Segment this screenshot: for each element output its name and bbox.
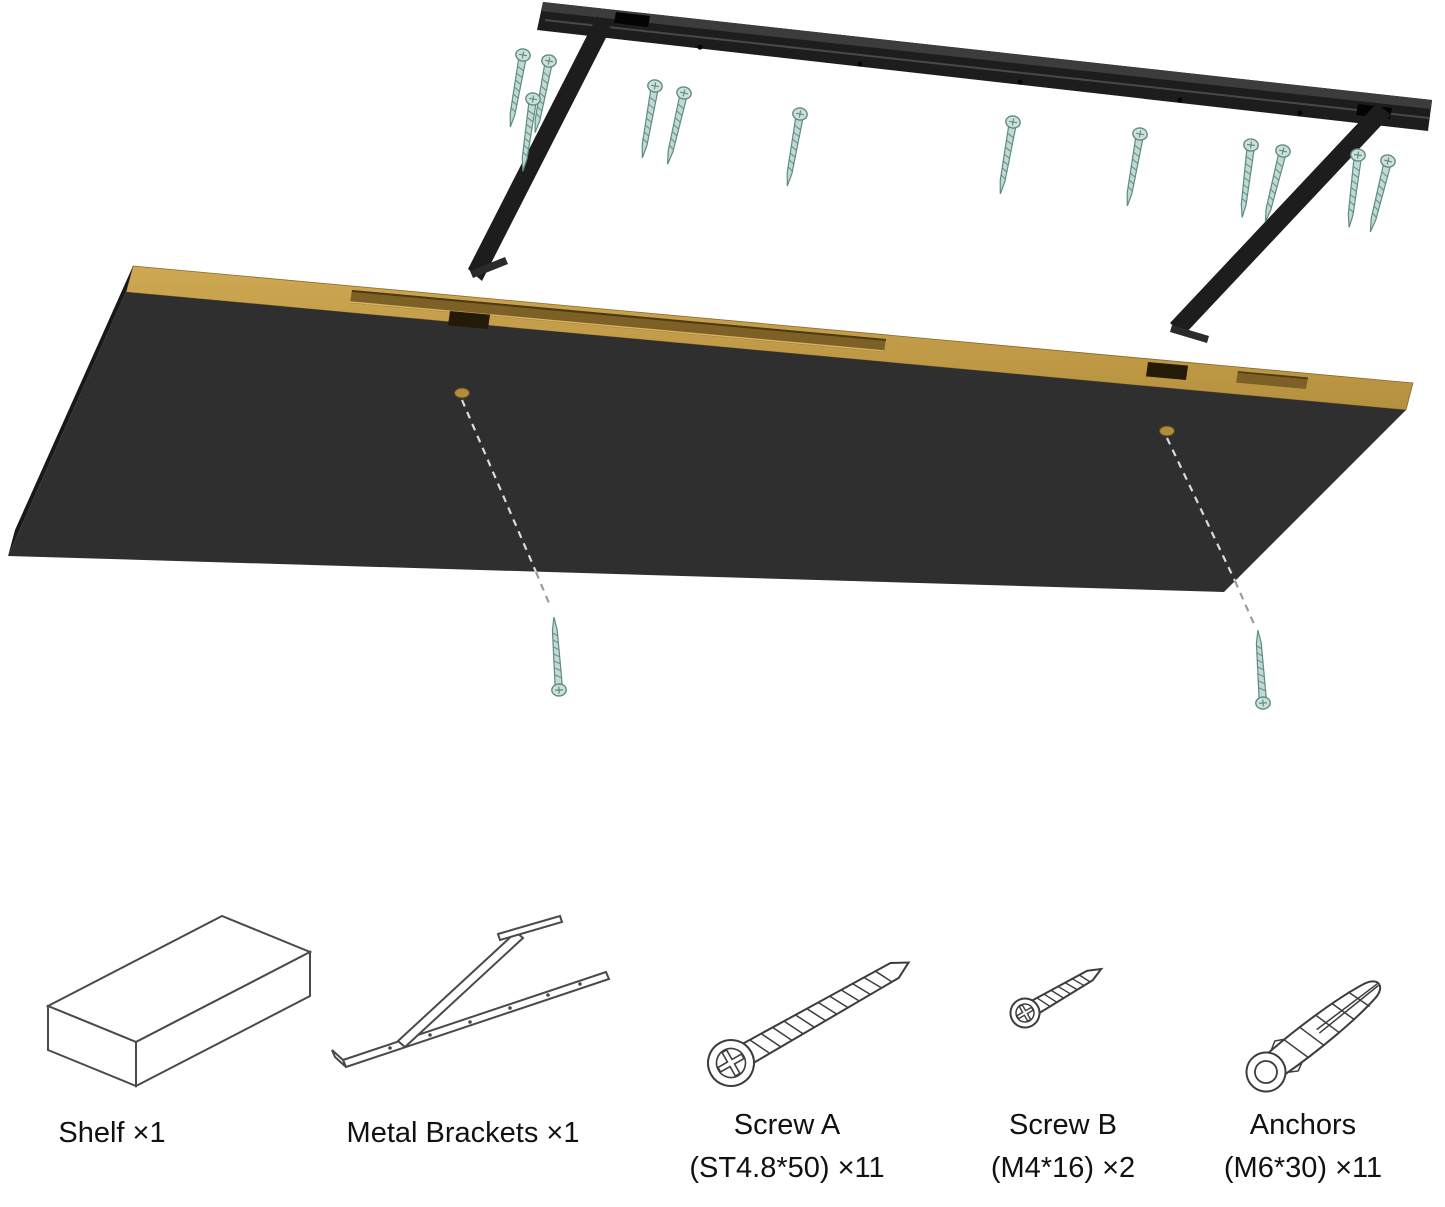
screw-icon [659,84,694,167]
screw-icon [779,106,809,188]
bracket-rail-seam [544,19,1430,119]
part-label-metal-brackets: Metal Brackets ×1 [347,1112,580,1155]
bracket-arm-right [1170,103,1391,335]
parts-list-icons [45,914,1382,1093]
part-label-screw-b: Screw B (M4*16) ×2 [991,1104,1135,1190]
bracket-screw-holes [697,44,1303,116]
shelf-screw-hole-left [454,387,470,399]
shelf-groove-highlight [349,301,885,352]
bracket-arm-right-foot [1170,325,1209,343]
part-name: Screw B [1009,1109,1117,1141]
shelf-board [8,265,1414,592]
part-spec: (ST4.8*50) ×11 [689,1152,885,1184]
phillips-cross-icon [716,1048,746,1078]
part-spec: (M6*30) ×11 [1223,1152,1383,1184]
bracket-arm-left-foot [470,257,508,278]
wall-bracket-exploded [468,2,1432,343]
guide-line-left-on-face [460,399,538,573]
screw-icon [546,615,568,698]
guide-line-right-on-face [1166,437,1236,582]
screw-icon [1234,137,1260,220]
part-spec: (M4*16) ×2 [990,1152,1136,1184]
screw-icon [1119,126,1149,208]
anchor-part-icon [1245,980,1382,1093]
screw-a-part-icon [707,961,911,1087]
shelf-groove-short-shadow [1237,371,1309,380]
bracket-rail-top-face [541,2,1432,109]
screw-icon [1362,152,1398,235]
shelf-slot-right [1146,362,1188,380]
part-name: Anchors [1249,1109,1357,1141]
guide-line-left [534,571,553,609]
bracket-arm-left [468,16,611,281]
screw-icon [992,114,1022,196]
alignment-guides [460,399,1272,711]
shelf-part-icon [45,914,313,1088]
part-name: Shelf ×1 [58,1117,166,1149]
screw-b-part-icon [1009,967,1104,1029]
shelf-slot-left [448,311,490,329]
shelf-bottom-face [8,292,1406,592]
part-name: Screw A [733,1109,841,1141]
shelf-groove-long [350,290,886,352]
bracket-slot-left [614,12,650,27]
shelf-groove-shadow [351,290,887,341]
shelf-screw-hole-right [1159,425,1175,437]
phillips-cross-icon [1015,1003,1035,1023]
metal-brackets-part-icon [331,914,611,1069]
part-name: Metal Brackets ×1 [346,1117,580,1149]
bracket-icon-holes [388,982,582,1050]
shelf-end-cap [8,266,133,556]
screw-icon [634,78,664,160]
part-label-shelf: Shelf ×1 [58,1112,165,1155]
guide-line-right [1233,580,1256,625]
screw-icon [1250,628,1272,711]
part-label-anchors: Anchors (M6*30) ×11 [1224,1104,1382,1190]
shelf-groove-short [1236,371,1308,389]
part-label-screw-a: Screw A (ST4.8*50) ×11 [689,1104,884,1190]
